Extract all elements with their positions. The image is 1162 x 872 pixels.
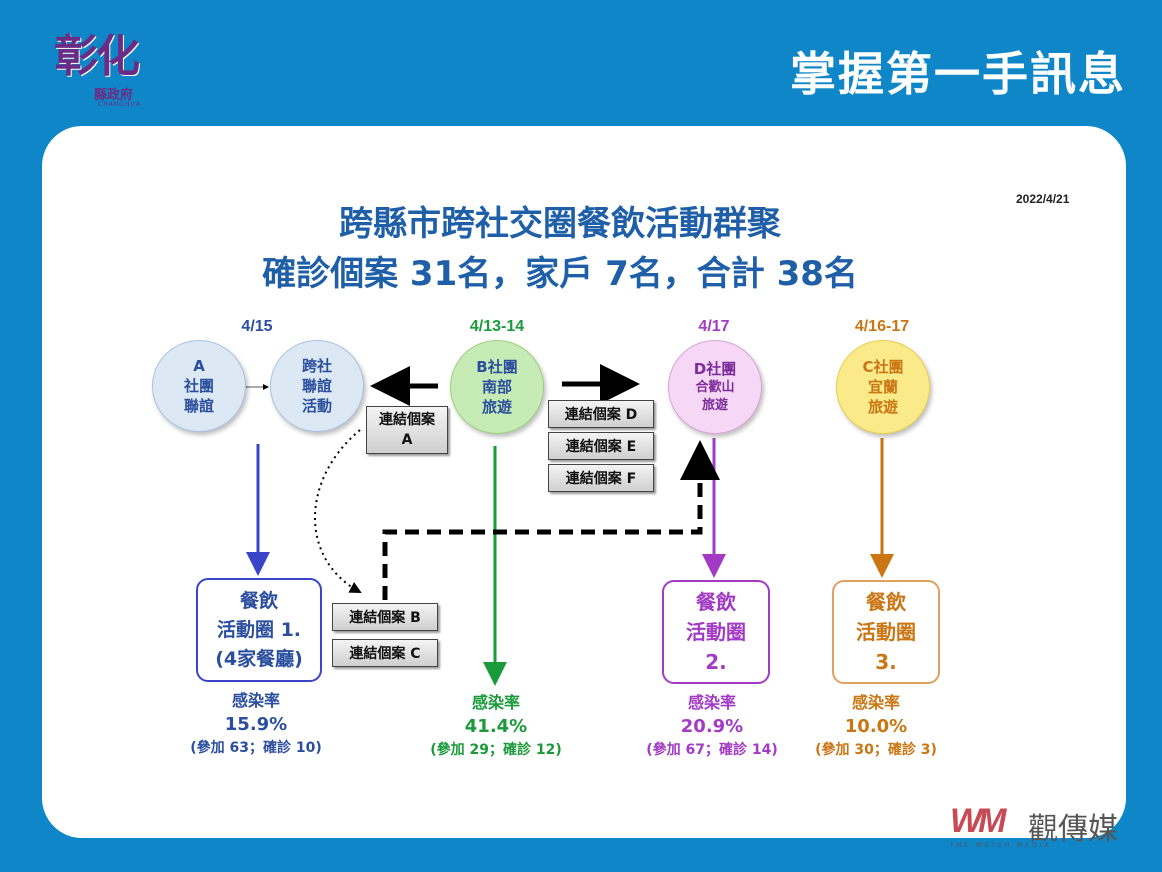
media-watermark: WM 觀傳媒 THE WATCH MEDIA <box>950 802 1140 852</box>
logo-subtext: 縣政府 <box>94 88 134 103</box>
node-club-a: A 社團 聯誼 <box>152 340 246 432</box>
tag-linked-case-a: 連結個案 A <box>366 406 448 454</box>
linkb-to-d-dashed <box>382 440 720 600</box>
stat-detail: (參加 67；確診 14) <box>646 742 778 758</box>
date-label-c: 4/16-17 <box>854 318 910 335</box>
tag-linked-case-a-line1: 連結個案 <box>379 412 435 428</box>
stat-club-b: 感染率 41.4% (參加 29；確診 12) <box>396 692 596 760</box>
tag-linked-case-a-line2: A <box>401 432 413 448</box>
date-label-d: 4/17 <box>698 318 730 335</box>
stat-rate: 10.0% <box>844 716 908 737</box>
stat-rate: 41.4% <box>464 716 528 737</box>
node-cross-club-event: 跨社 聯誼 活動 <box>270 340 364 432</box>
node-club-d: D社團 合歡山 旅遊 <box>668 340 762 434</box>
dining-circle-3: 餐飲 活動圈 3. <box>832 580 940 684</box>
node-club-c: C社團 宜蘭 旅遊 <box>836 340 930 434</box>
node-club-d-trip: 合歡山 旅遊 <box>695 380 735 413</box>
page-title: 掌握第一手訊息 <box>790 47 1126 101</box>
stat-rate: 15.9% <box>224 714 288 735</box>
stat-rate: 20.9% <box>680 716 744 737</box>
logo-text: 彰化 <box>54 31 140 82</box>
county-logo: 彰化 縣政府 CHANGHUA <box>40 18 170 114</box>
stat-label: 感染率 <box>687 693 736 712</box>
stat-circle-2: 感染率 20.9% (參加 67；確診 14) <box>612 692 812 760</box>
diagram-headline: 跨縣市跨社交圈餐飲活動群聚 <box>339 204 781 244</box>
stat-circle-3: 感染率 10.0% (參加 30；確診 3) <box>776 692 976 760</box>
cross-to-linkb-dotted <box>314 429 362 593</box>
tag-linked-case-e: 連結個案 E <box>548 432 654 460</box>
stat-detail: (參加 63；確診 10) <box>190 740 322 756</box>
dining-circle-1: 餐飲 活動圈 1. (4家餐廳) <box>196 578 322 682</box>
node-club-b: B社團 南部 旅遊 <box>450 340 544 434</box>
node-club-d-name: D社團 <box>693 360 737 378</box>
stat-detail: (參加 30；確診 3) <box>815 742 937 758</box>
report-date: 2022/4/21 <box>1016 192 1070 206</box>
tag-linked-case-d: 連結個案 D <box>548 400 654 428</box>
stat-label: 感染率 <box>851 693 900 712</box>
watermark-name: 觀傳媒 <box>1028 812 1118 847</box>
stat-detail: (參加 29；確診 12) <box>430 742 562 758</box>
date-label-a: 4/15 <box>241 318 273 335</box>
tag-linked-case-c: 連結個案 C <box>332 639 438 667</box>
logo-latin-text: CHANGHUA <box>98 101 141 108</box>
stat-label: 感染率 <box>471 693 520 712</box>
stat-label: 感染率 <box>231 691 280 710</box>
tag-linked-case-b: 連結個案 B <box>332 603 438 631</box>
dining-circle-2: 餐飲 活動圈 2. <box>662 580 770 684</box>
watermark-tagline: THE WATCH MEDIA <box>950 842 1052 849</box>
date-label-b: 4/13-14 <box>469 318 525 335</box>
diagram-subheadline: 確診個案 31名，家戶 7名，合計 38名 <box>262 254 858 294</box>
stat-circle-1: 感染率 15.9% (參加 63；確診 10) <box>156 690 356 758</box>
watermark-logo: WM <box>950 802 1006 840</box>
tag-linked-case-f: 連結個案 F <box>548 464 654 492</box>
